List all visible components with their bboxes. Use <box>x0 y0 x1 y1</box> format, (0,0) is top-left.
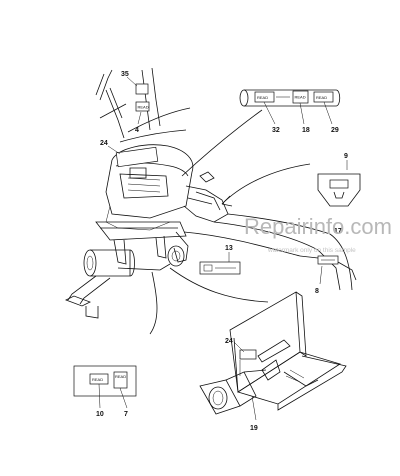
decal-10-7-group: READ READ 10 7 <box>73 365 137 418</box>
callout-10: 10 <box>96 411 104 418</box>
decal-4 <box>135 101 150 112</box>
decal-24-top <box>115 146 159 168</box>
pipe-detail-group: READ READ READ 32 18 29 <box>181 89 341 177</box>
hopper-detail-group: 24 19 <box>199 291 347 432</box>
callout-17: 17 <box>334 228 342 235</box>
callout-7: 7 <box>124 411 128 418</box>
decal-18-text: READ <box>295 95 306 100</box>
callout-8: 8 <box>315 288 319 295</box>
decal-24-bottom <box>239 349 257 360</box>
machine-body-group: 24 <box>65 140 229 319</box>
decal-17-8-group: 17 8 <box>299 228 357 295</box>
callout-24-top: 24 <box>100 140 108 147</box>
callout-32: 32 <box>272 127 280 134</box>
callout-24-bottom: 24 <box>225 338 233 345</box>
callout-9: 9 <box>344 153 348 160</box>
cable-leaders <box>149 213 353 335</box>
callout-29: 29 <box>331 127 339 134</box>
watermark-site: Repairinfo.com <box>244 214 392 239</box>
watermark-notice: watermark only on this sample <box>267 247 356 254</box>
callout-19: 19 <box>250 425 258 432</box>
callout-18: 18 <box>302 127 310 134</box>
decal-7-text: READ <box>115 374 126 379</box>
decal-29 <box>313 91 334 103</box>
decal-4-text: READ <box>138 105 149 110</box>
cab-detail-group: READ 35 4 <box>95 67 191 143</box>
decal-35 <box>135 83 149 95</box>
callout-35: 35 <box>121 71 129 78</box>
bracket-detail-group: 9 <box>221 153 361 207</box>
callout-13: 13 <box>225 245 233 252</box>
decal-29-text: READ <box>316 95 327 100</box>
decal-32 <box>254 91 275 103</box>
callout-4: 4 <box>135 127 139 134</box>
decal-9 <box>329 179 349 189</box>
decal-32-text: READ <box>257 95 268 100</box>
decal-7 <box>113 371 128 389</box>
decal-10-text: READ <box>92 377 103 382</box>
decal-18 <box>292 90 309 104</box>
decal-13-group: 13 <box>199 245 241 275</box>
